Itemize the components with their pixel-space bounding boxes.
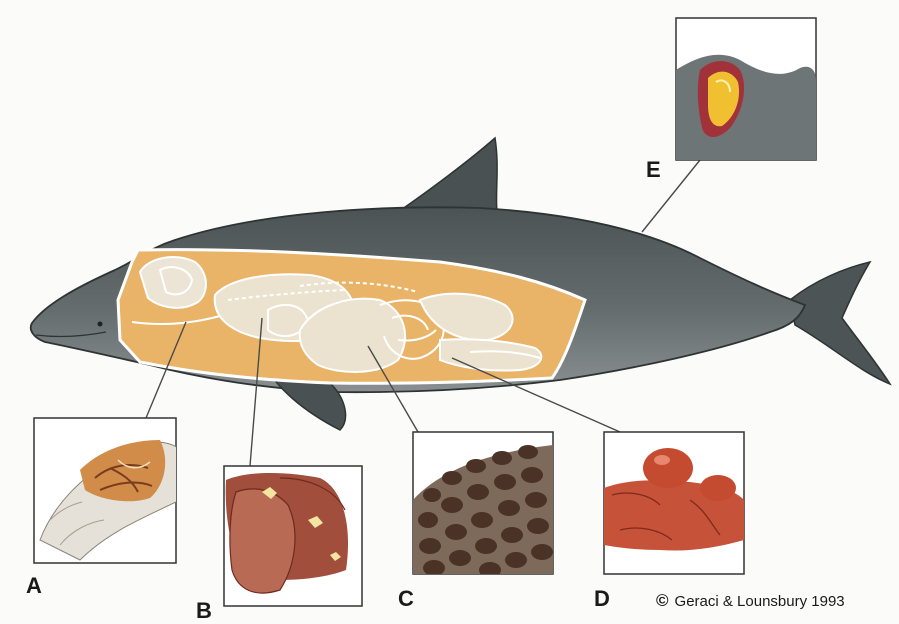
- inset-label-a: A: [26, 573, 42, 599]
- tail-fluke: [790, 262, 890, 384]
- inset-d: [604, 432, 744, 574]
- credit-text: Geraci & Lounsbury 1993: [675, 593, 845, 610]
- inset-label-b: B: [196, 598, 212, 624]
- inset-c: [413, 432, 553, 578]
- inset-b: [224, 466, 362, 606]
- copyright-symbol: ©: [656, 591, 669, 610]
- inset-label-e: E: [646, 157, 661, 183]
- inset-label-d: D: [594, 586, 610, 612]
- inset-a: [34, 418, 180, 563]
- inset-e: [676, 18, 816, 160]
- dolphin-eye: [98, 322, 103, 327]
- inset-label-c: C: [398, 586, 414, 612]
- copyright-credit: © Geraci & Lounsbury 1993: [656, 591, 845, 611]
